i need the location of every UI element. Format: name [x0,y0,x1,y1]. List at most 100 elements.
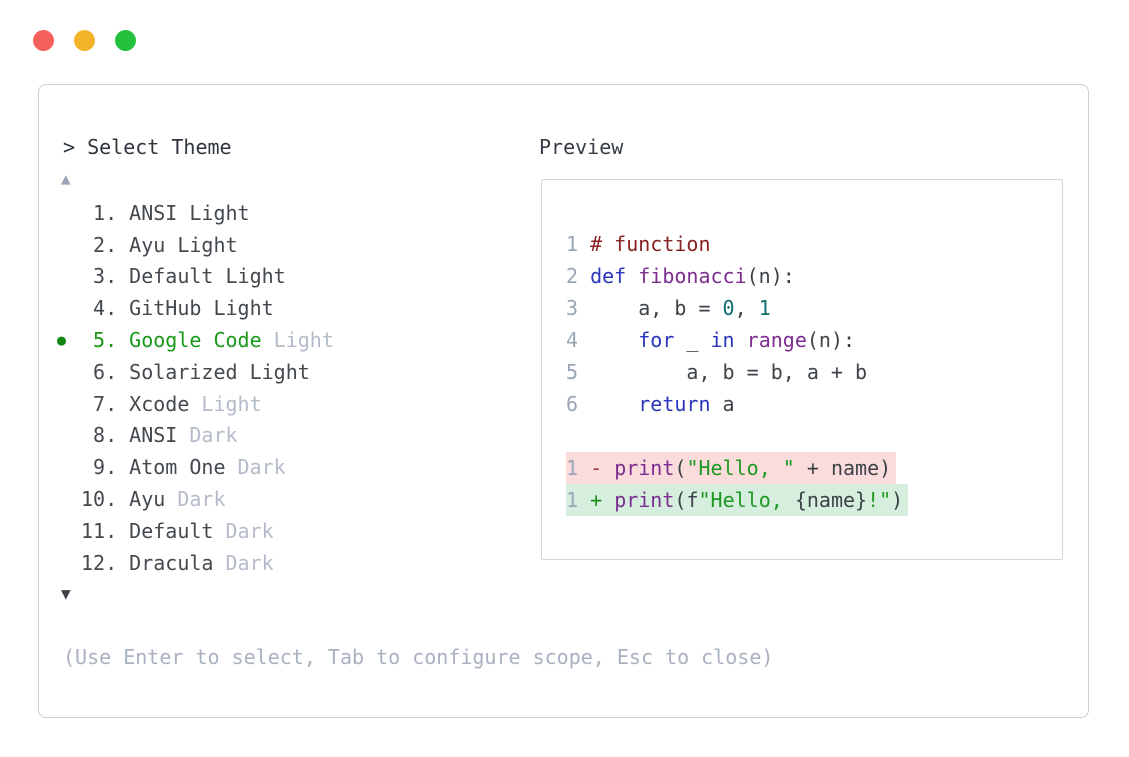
line-number: 1 [566,456,591,480]
diff-line-removed: 1 - print("Hello, " + name) [566,452,897,484]
theme-item-number: 4. [81,296,130,321]
theme-item-number: 11. [81,518,130,543]
theme-item-variant: Dark [225,455,286,480]
theme-item-8[interactable]: 8. ANSI Dark [39,420,509,452]
theme-item-number: 5. [81,328,130,353]
theme-item-name: Xcode [129,391,190,416]
theme-item-variant: Dark [165,487,226,512]
theme-item-12[interactable]: 12. Dracula Dark [39,547,509,579]
theme-list: 1. ANSI Light 2. Ayu Light 3. Default Li… [39,197,509,579]
theme-item-variant: Light [189,391,262,416]
theme-item-name: GitHub Light [129,296,274,321]
theme-item-number: 1. [81,200,130,225]
code-token: ) [891,488,904,512]
theme-item-2[interactable]: 2. Ayu Light [39,229,509,261]
theme-item-7[interactable]: 7. Xcode Light [39,388,509,420]
code-token: for [638,328,675,352]
theme-item-variant: Dark [213,518,274,543]
theme-item-10[interactable]: 10. Ayu Dark [39,483,509,515]
scroll-up-icon[interactable]: ▲ [61,169,71,188]
theme-item-5[interactable]: ● 5. Google Code Light [39,324,509,356]
code-token: def [590,264,627,288]
theme-item-number: 2. [81,232,130,257]
zoom-button-icon[interactable] [115,30,136,51]
theme-item-number: 8. [81,423,130,448]
theme-item-6[interactable]: 6. Solarized Light [39,356,509,388]
code-token: (n): [806,328,856,352]
code-token: (f [674,488,699,512]
minimize-button-icon[interactable] [74,30,95,51]
theme-item-number: 3. [81,264,130,289]
theme-item-number: 7. [81,391,130,416]
code-line: 4 for _ in range(n): [566,324,1062,356]
code-token: a, b = [590,296,723,320]
theme-item-name: Dracula [129,550,214,575]
code-token: !" [867,488,892,512]
theme-item-name: Google Code [129,328,262,353]
theme-item-4[interactable]: 4. GitHub Light [39,292,509,324]
theme-item-name: Atom One [129,455,226,480]
code-line: 6 return a [566,388,1062,420]
theme-item-number: 9. [81,455,130,480]
code-token: 1 [758,296,771,320]
code-line: 5 a, b = b, a + b [566,356,1062,388]
theme-item-1[interactable]: 1. ANSI Light [39,197,509,229]
code-token: 0 [722,296,735,320]
close-button-icon[interactable] [33,30,54,51]
line-number: 3 [566,296,591,320]
code-token: a [710,392,735,416]
code-line: 3 a, b = 0, 1 [566,292,1062,324]
code-token [590,392,638,416]
preview-title: Preview [539,135,624,159]
theme-item-name: Ayu Light [129,232,238,257]
theme-item-variant: Dark [213,550,274,575]
scroll-down-icon[interactable]: ▼ [61,584,71,603]
line-number: 1 [566,232,591,256]
code-token: print [614,488,675,512]
diff-code-line: 1 + print(f"Hello, {name}!") [566,484,1062,516]
theme-item-variant: Light [261,328,334,353]
code-token: ( [674,456,687,480]
code-token: a, b = b, a + b [590,360,868,384]
code-token: range [746,328,807,352]
line-number: 6 [566,392,591,416]
diff-sign: - [590,456,615,480]
code-token: "Hello, [698,488,795,512]
code-token: "Hello, " [686,456,795,480]
theme-item-name: ANSI Light [129,200,250,225]
theme-picker-window: > Select Theme ▲ 1. ANSI Light 2. Ayu Li… [38,84,1089,718]
keyboard-hint: (Use Enter to select, Tab to configure s… [63,645,774,669]
selected-bullet-icon: ● [57,331,67,350]
diff-line-added: 1 + print(f"Hello, {name}!") [566,484,909,516]
line-number: 2 [566,264,591,288]
blank-line [566,420,1062,452]
theme-item-variant: Dark [177,423,238,448]
diff-sign: + [590,488,615,512]
code-token: + name) [794,456,892,480]
theme-item-name: Default Light [129,264,286,289]
code-line: 2 def fibonacci(n): [566,260,1062,292]
line-number: 1 [566,488,591,512]
theme-item-name: ANSI [129,423,178,448]
theme-item-11[interactable]: 11. Default Dark [39,515,509,547]
code-line: 1 # function [566,228,1062,260]
theme-item-9[interactable]: 9. Atom One Dark [39,451,509,483]
code-token: return [638,392,711,416]
code-token: (n): [746,264,795,288]
theme-item-3[interactable]: 3. Default Light [39,261,509,293]
code-token: _ [674,328,711,352]
code-token: , [734,296,759,320]
theme-item-name: Default [129,518,214,543]
code-token: in [710,328,735,352]
window-controls [33,30,136,51]
code-token: {name} [794,488,868,512]
theme-item-number: 12. [81,550,130,575]
theme-item-name: Ayu [129,487,166,512]
theme-item-name: Solarized Light [129,359,310,384]
code-token: # function [590,232,711,256]
theme-item-number: 6. [81,359,130,384]
line-number: 4 [566,328,591,352]
line-number: 5 [566,360,591,384]
